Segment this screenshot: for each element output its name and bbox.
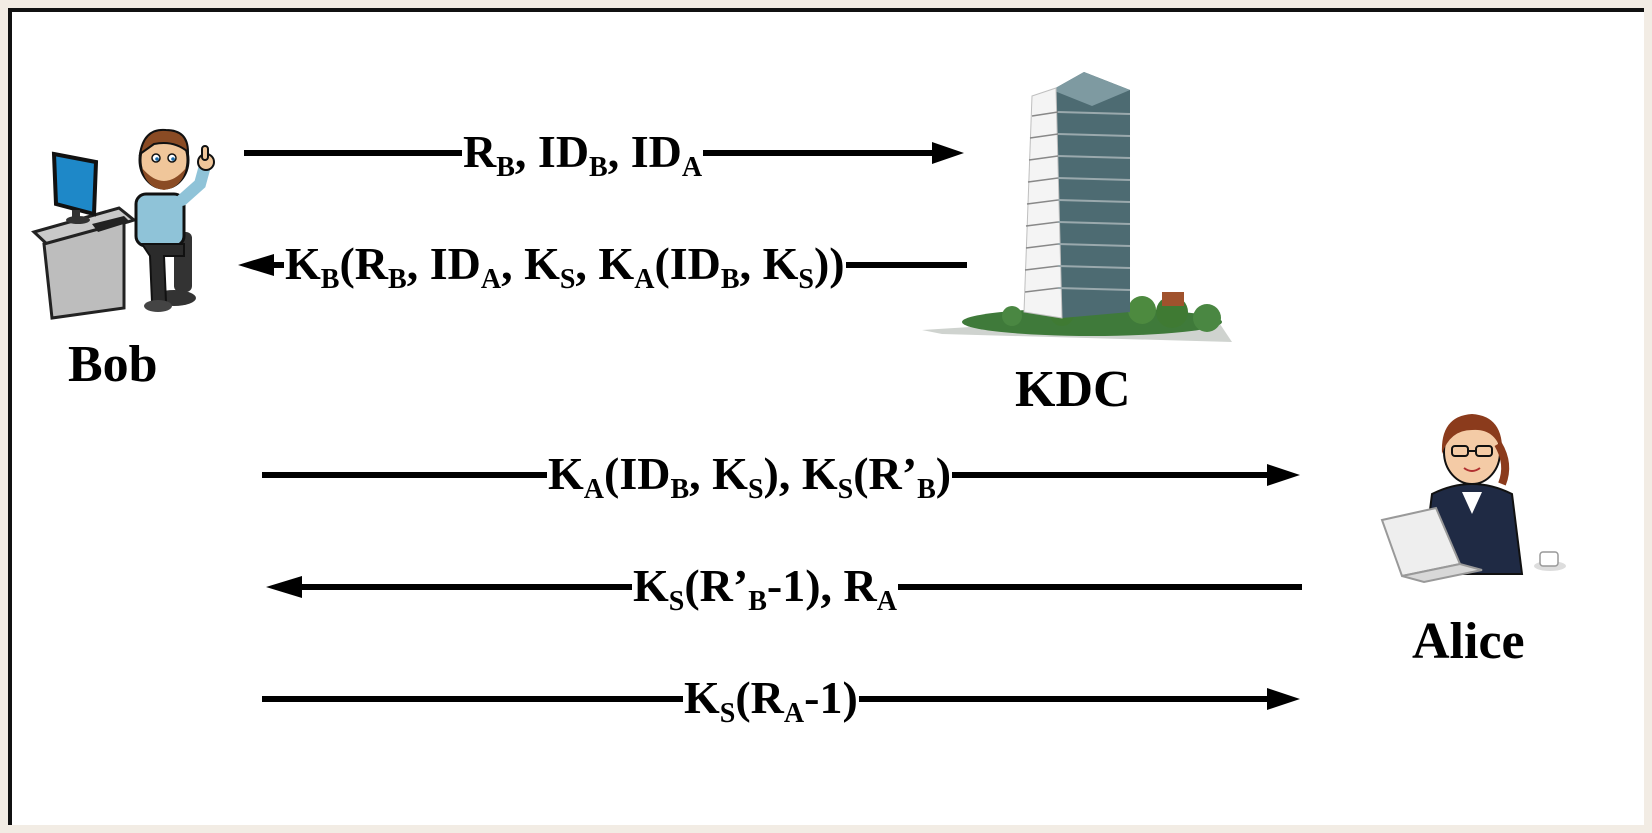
message-text: , K — [689, 448, 748, 499]
message-text: R — [463, 126, 497, 177]
kdc-label: KDC — [1015, 361, 1131, 418]
person-at-computer-icon — [31, 128, 215, 320]
message-text: , K — [501, 238, 560, 289]
message-text: (ID — [654, 238, 721, 289]
message-subscript: A — [783, 698, 805, 729]
message-subscript: S — [747, 474, 764, 505]
diagram-frame: Bob KDC Alice RB, IDB, IDA KB(RB, IDA, K… — [8, 8, 1644, 825]
message-subscript: B — [748, 586, 767, 617]
message-arrows — [238, 142, 1302, 710]
message-text: , ID — [406, 238, 481, 289]
message-subscript: B — [670, 474, 690, 505]
office-building-icon — [922, 72, 1232, 342]
message-subscript: S — [668, 586, 685, 617]
message-text: K — [633, 560, 669, 611]
arrow-head-4 — [266, 576, 302, 598]
message-subscript: A — [583, 474, 605, 505]
message-text: -1), R — [766, 560, 877, 611]
message-subscript: B — [320, 264, 340, 295]
arrow-head-5 — [1267, 688, 1300, 710]
message-subscript: A — [681, 152, 703, 183]
message-text: (R — [339, 238, 389, 289]
message-subscript: A — [876, 586, 897, 617]
message-subscript: A — [634, 264, 655, 295]
message-subscript: B — [496, 152, 515, 183]
arrow-head-1 — [932, 142, 964, 164]
message-text: , K — [739, 238, 799, 289]
message-text: , ID — [514, 126, 590, 177]
message-text: K — [684, 672, 720, 723]
message-subscript: S — [559, 264, 576, 295]
protocol-diagram — [31, 72, 1566, 710]
message-label-5: KS(RA-1) — [683, 672, 859, 728]
message-subscript: S — [798, 264, 814, 295]
message-text: ) — [935, 448, 952, 499]
message-text: , K — [575, 238, 635, 289]
message-text: )) — [813, 238, 845, 289]
message-text: (R’ — [853, 448, 918, 499]
arrow-head-3 — [1267, 464, 1300, 486]
message-label-2: KB(RB, IDA, KS, KA(IDB, KS)) — [284, 238, 846, 294]
message-label-4: KS(R’B-1), RA — [632, 560, 898, 616]
message-text: K — [548, 448, 584, 499]
arrow-head-2 — [238, 254, 274, 276]
message-text: K — [285, 238, 321, 289]
message-subscript: S — [719, 698, 736, 729]
bob-label: Bob — [68, 336, 158, 393]
message-text: (R’ — [684, 560, 749, 611]
message-label-3: KA(IDB, KS), KS(R’B) — [547, 448, 953, 504]
message-subscript: A — [480, 264, 502, 295]
message-text: ), K — [763, 448, 838, 499]
message-subscript: S — [837, 474, 854, 505]
message-subscript: B — [720, 264, 740, 295]
message-subscript: B — [388, 264, 407, 295]
alice-label: Alice — [1412, 613, 1525, 670]
businesswoman-laptop-icon — [1380, 414, 1566, 584]
message-text: -1) — [804, 672, 858, 723]
message-text: , ID — [607, 126, 682, 177]
message-subscript: B — [589, 152, 608, 183]
message-text: (R — [735, 672, 784, 723]
message-label-1: RB, IDB, IDA — [462, 126, 704, 182]
message-subscript: B — [917, 474, 936, 505]
message-text: (ID — [604, 448, 671, 499]
